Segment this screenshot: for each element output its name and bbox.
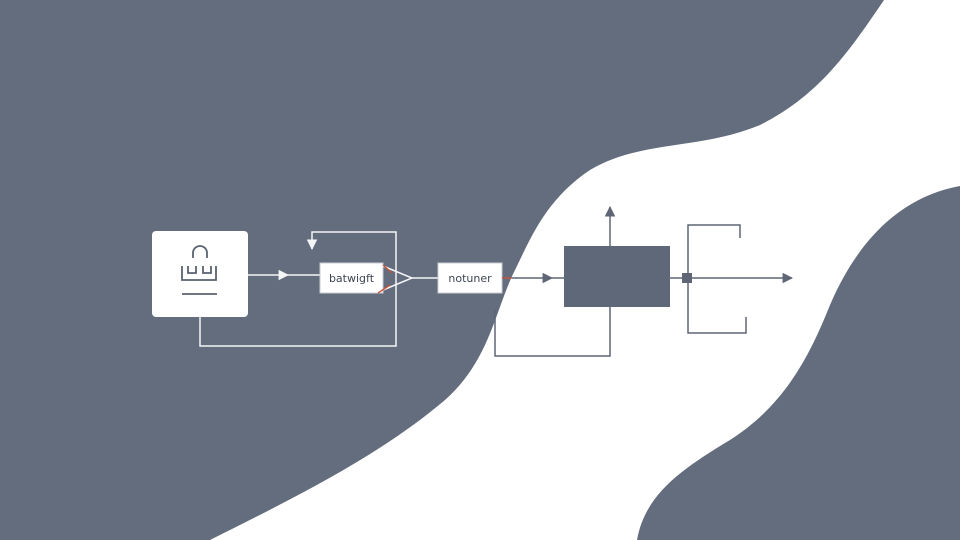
source-box [152,231,248,317]
feedback-loop-bottom [199,275,397,347]
junction-node [682,273,692,283]
block-c-feedback [494,307,611,357]
block-a-box [319,262,384,294]
block-b-label: notuner [448,272,492,285]
background-dark-right [637,186,960,540]
output-bracket [687,224,747,334]
accent-mark-top [382,264,393,274]
lock-icon [181,245,217,295]
block-a-label: batwigft [329,272,375,285]
feedback-loop-top [306,231,397,275]
block-c-box [564,246,670,307]
accent-mark-bottom [377,284,391,294]
